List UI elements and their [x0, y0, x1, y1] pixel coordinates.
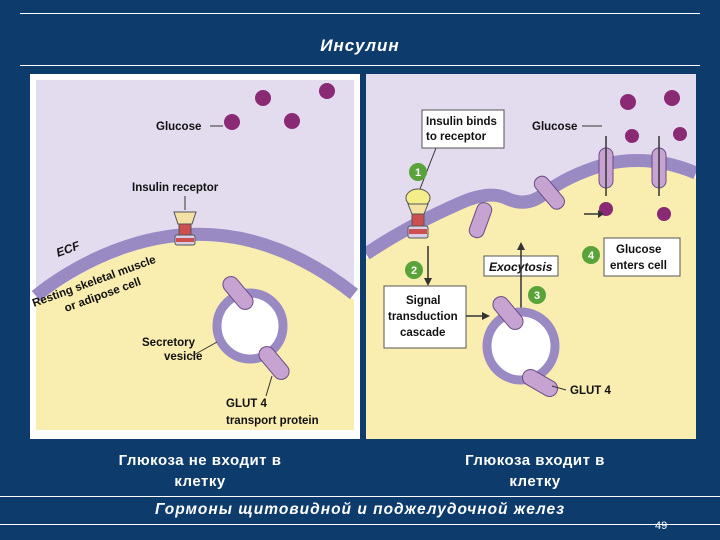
slide-title: Инсулин — [320, 36, 400, 55]
insulin-receptor-icon — [173, 211, 197, 246]
glucose-molecule — [657, 207, 671, 221]
arrow-icon — [482, 312, 490, 320]
top-divider — [20, 13, 700, 14]
caption-right: Глюкоза входит в клетку — [400, 450, 670, 492]
plasma-membrane — [366, 154, 696, 260]
signal-cascade-label: cascade — [400, 327, 445, 339]
bottom-divider — [0, 524, 720, 525]
insulin-leader-line — [417, 147, 437, 195]
signal-cascade-label: Signal — [406, 295, 441, 307]
cytoplasm — [366, 166, 696, 439]
insulin-bound-receptor-icon — [405, 188, 431, 239]
glucose-molecule — [625, 129, 639, 143]
arrow-icon — [598, 210, 604, 218]
footer-text: Гормоны щитовидной и поджелудочной желез — [154, 501, 566, 518]
secretory-vesicle-label: vesicle — [164, 351, 202, 363]
insulin-receptor-label: Insulin receptor — [132, 182, 219, 194]
arrow-icon — [424, 278, 432, 286]
glucose-molecule — [284, 113, 300, 129]
step-1-number: 1 — [415, 167, 421, 179]
glucose-label: Glucose — [532, 121, 577, 133]
insulin-binds-label: to receptor — [426, 131, 487, 143]
step-4-number: 4 — [588, 250, 595, 262]
insulin-binds-label: Insulin binds — [426, 116, 497, 128]
panel-insulin-stimulated-cell: Glucose Insulin binds to receptor 1 2 — [366, 74, 696, 439]
caption-left-line1: Глюкоза не входит в — [118, 452, 282, 469]
cytoplasm — [36, 240, 354, 430]
resting-cell-diagram: Glucose Insulin receptor ECF Resting ske… — [31, 80, 359, 430]
secretory-vesicle-icon — [212, 276, 290, 380]
glucose-molecule — [255, 90, 271, 106]
glucose-enters-label: enters cell — [610, 260, 667, 272]
step-3-number: 3 — [534, 290, 540, 302]
stimulated-cell-diagram: Glucose Insulin binds to receptor 1 2 — [366, 74, 696, 439]
arrow-icon — [517, 242, 525, 250]
step-4-badge — [582, 246, 600, 264]
footer-divider — [0, 496, 720, 497]
step-3-badge — [528, 286, 546, 304]
title-divider — [20, 65, 700, 66]
plasma-membrane — [31, 227, 359, 302]
glut4-leader-line — [551, 385, 567, 391]
glut4-label: GLUT 4 — [226, 398, 267, 410]
secretory-vesicle-label: Secretory — [142, 337, 196, 349]
insulin-binds-box — [421, 109, 505, 149]
vesicle-leader-line — [191, 341, 218, 357]
glut4-leader-line — [265, 375, 273, 397]
caption-right-line2: клетку — [509, 473, 561, 490]
glucose-molecule — [673, 127, 687, 141]
glucose-label: Glucose — [156, 121, 201, 133]
glut4-label: GLUT 4 — [570, 385, 611, 397]
glucose-molecule — [620, 94, 636, 110]
signal-cascade-box — [383, 285, 467, 349]
glucose-molecule — [319, 83, 335, 99]
caption-left: Глюкоза не входит в клетку — [60, 450, 340, 492]
glut4-label: transport protein — [226, 415, 319, 427]
step-1-badge — [409, 163, 427, 181]
secretory-vesicle-icon — [482, 296, 560, 397]
signal-cascade-label: transduction — [388, 311, 458, 323]
glucose-enters-label: Glucose — [616, 244, 661, 256]
page-number: 49 — [655, 520, 668, 532]
glucose-molecule — [664, 90, 680, 106]
step-2-number: 2 — [411, 265, 417, 277]
panel-resting-cell: Glucose Insulin receptor ECF Resting ske… — [30, 74, 360, 439]
glucose-molecule — [599, 202, 613, 216]
caption-right-line1: Глюкоза входит в — [465, 452, 605, 469]
glucose-molecule — [224, 114, 240, 130]
glucose-enters-box — [603, 237, 681, 277]
step-2-badge — [405, 261, 423, 279]
extracellular-space — [36, 80, 354, 289]
caption-left-line2: клетку — [174, 473, 226, 490]
glut4-membrane-icon — [468, 136, 667, 239]
